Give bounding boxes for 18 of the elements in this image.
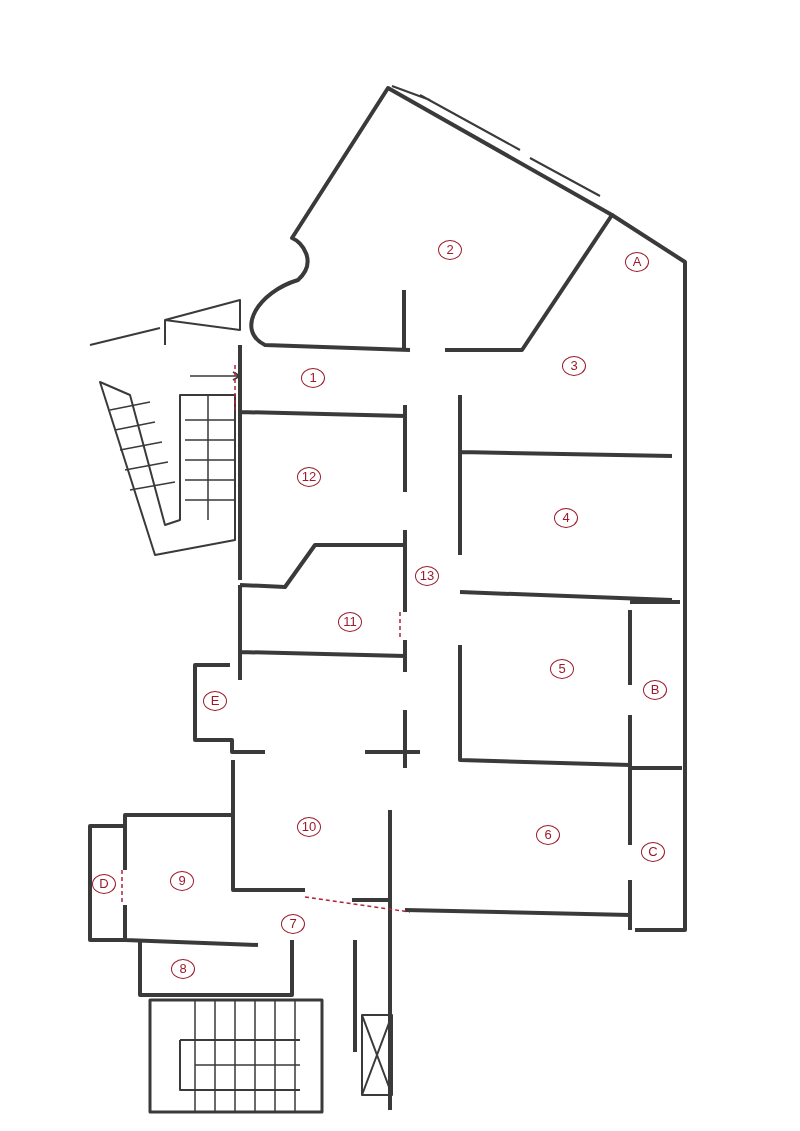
room-number: 3 [562, 356, 586, 376]
room-number: 6 [536, 825, 560, 845]
room-number: E [203, 691, 227, 711]
room-number: 2 [438, 240, 462, 260]
room-number: 7 [281, 914, 305, 934]
room-number: 1 [301, 368, 325, 388]
room-number: 13 [415, 566, 439, 586]
room-number: 4 [554, 508, 578, 528]
room-number: B [643, 680, 667, 700]
room-number: C [641, 842, 665, 862]
room-number: 12 [297, 467, 321, 487]
room-number: 11 [338, 612, 362, 632]
room-number: 5 [550, 659, 574, 679]
room-number: A [625, 252, 649, 272]
room-number: 10 [297, 817, 321, 837]
room-number: 9 [170, 871, 194, 891]
room-number: 8 [171, 959, 195, 979]
room-number: D [92, 874, 116, 894]
